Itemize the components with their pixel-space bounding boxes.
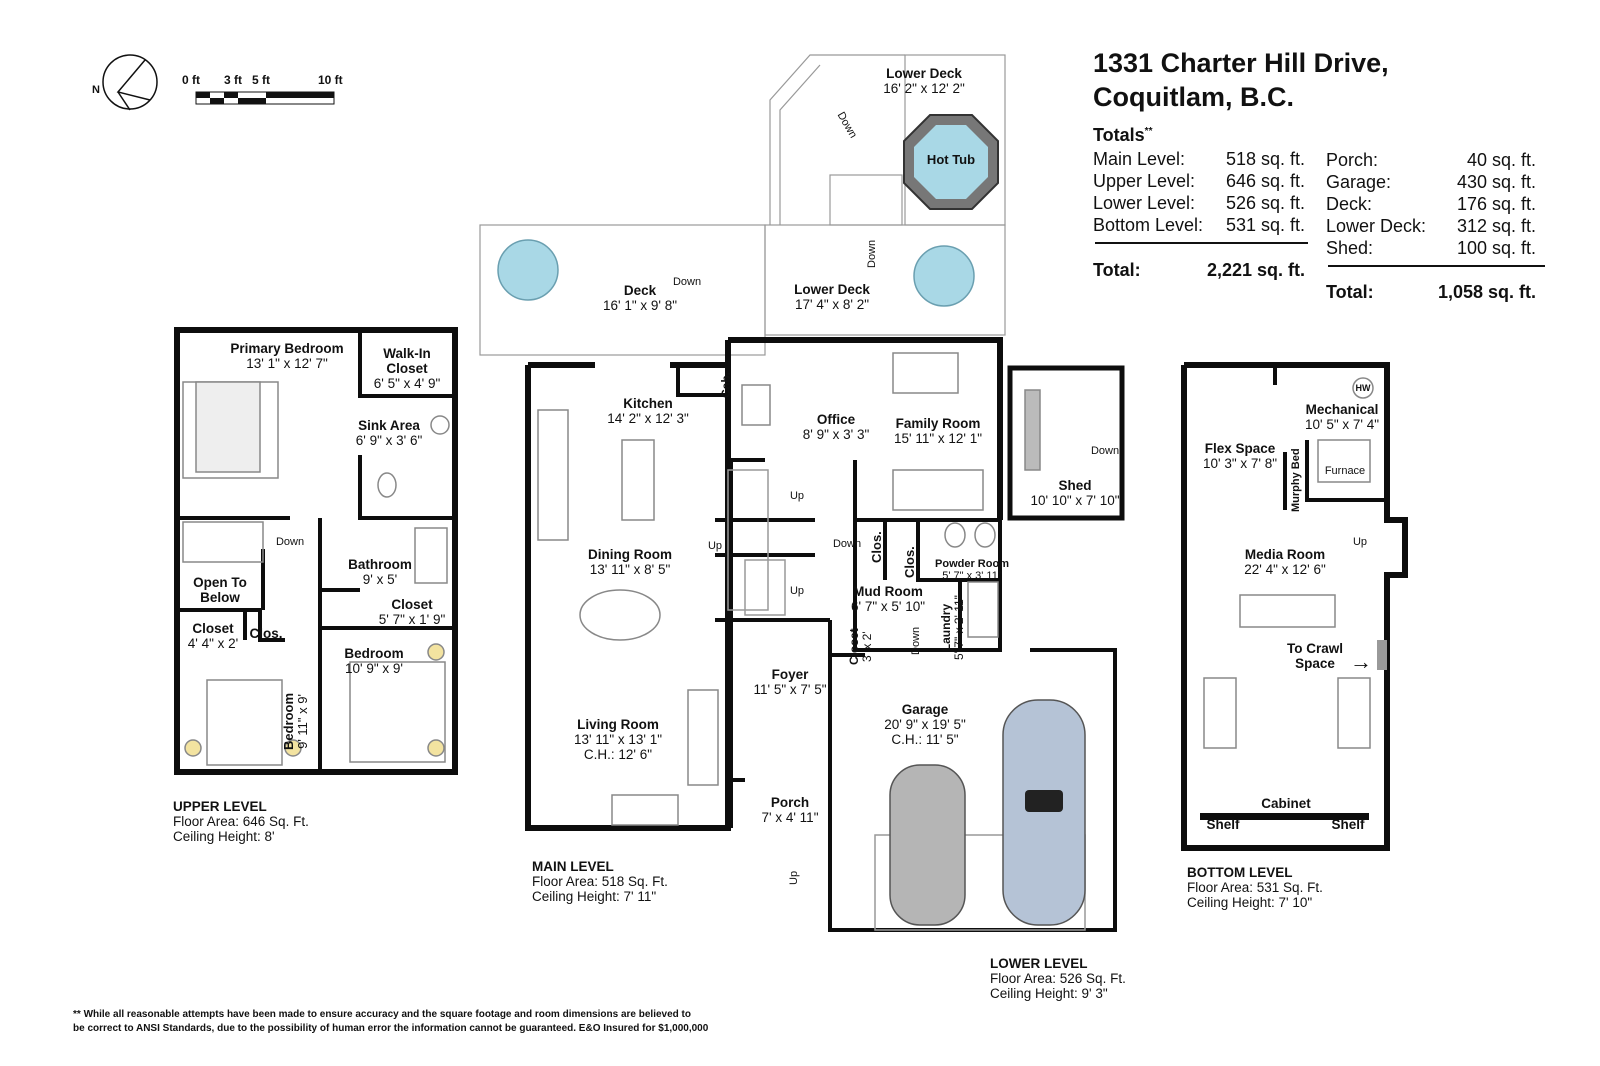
- hot-tub-shape: [903, 114, 999, 210]
- stair-note-lower-deck-down-2: Down: [866, 239, 878, 268]
- scale-5: 5 ft: [252, 73, 270, 87]
- room-shelf-right: Shelf: [1331, 817, 1365, 832]
- total-row-garage: Garage:430 sq. ft.: [1326, 172, 1536, 192]
- room-clos-b: Clos.: [902, 546, 917, 578]
- stair-note-upper-down: Down: [275, 536, 305, 548]
- shed-walls: [1007, 365, 1125, 521]
- scale-3: 3 ft: [224, 73, 242, 87]
- main-level-interior: [676, 365, 1117, 932]
- address-line-1: 1331 Charter Hill Drive,: [1093, 48, 1389, 78]
- address-line-2: Coquitlam, B.C.: [1093, 82, 1294, 112]
- stair-note-main-up: Up: [789, 490, 805, 502]
- stair-note-porch-up: Up: [788, 870, 800, 885]
- stair-note-mud-down: Down: [910, 626, 922, 655]
- stair-note-main-down: Down: [832, 538, 862, 550]
- bottom-level-fixtures: [1203, 377, 1387, 749]
- room-hot-tub: Hot Tub: [926, 152, 976, 167]
- scale-bar: [195, 91, 335, 105]
- upper-level-walls: [174, 327, 458, 775]
- room-hw: HW: [1355, 383, 1371, 393]
- total-row-main: Main Level:518 sq. ft.: [1093, 149, 1305, 169]
- room-murphy-bed: Murphy Bed: [1290, 448, 1302, 512]
- total-row-upper: Upper Level:646 sq. ft.: [1093, 171, 1305, 191]
- total-row-deck: Deck:176 sq. ft.: [1326, 194, 1536, 214]
- room-shelf-left: Shelf: [1206, 817, 1240, 832]
- bottom-level-interior: [1200, 365, 1387, 820]
- room-furnace: Furnace: [1324, 465, 1366, 477]
- total-row-bottom: Bottom Level:531 sq. ft.: [1093, 215, 1305, 235]
- totals-title: Totals**: [1093, 125, 1153, 145]
- scale-10: 10 ft: [318, 73, 343, 87]
- compass-north-label: N: [92, 84, 100, 96]
- total-row-sum-right: Total:1,058 sq. ft.: [1326, 282, 1536, 302]
- totals-rules: [1095, 242, 1545, 267]
- upper-level-fixtures: [182, 381, 450, 766]
- stair-note-deck-down: Down: [672, 276, 702, 288]
- crawl-space-arrow-icon: →: [1350, 649, 1372, 674]
- scale-0: 0 ft: [182, 73, 200, 87]
- room-clos-a: Clos.: [869, 531, 884, 563]
- patio-umbrellas: [497, 239, 975, 307]
- upper-level-interior-walls: [177, 330, 455, 772]
- stair-note-bottom-up: Up: [1352, 536, 1368, 548]
- total-row-lower: Lower Level:526 sq. ft.: [1093, 193, 1305, 213]
- total-row-lower-deck: Lower Deck:312 sq. ft.: [1326, 216, 1536, 236]
- stair-note-main-up-left: Up: [707, 540, 723, 552]
- stair-note-main-up-2: Up: [789, 585, 805, 597]
- stair-note-shed-down: Down: [1090, 445, 1120, 457]
- compass-icon: [102, 54, 158, 111]
- room-clos-upper: Clos.: [249, 626, 283, 641]
- disclaimer: ** While all reasonable attempts have be…: [73, 1009, 709, 1034]
- bottom-level-walls: [1181, 362, 1408, 851]
- room-cabinet: Cabinet: [1261, 796, 1311, 811]
- total-row-porch: Porch:40 sq. ft.: [1326, 150, 1536, 170]
- parked-cars: [889, 699, 1086, 926]
- total-row-shed: Shed:100 sq. ft.: [1326, 238, 1536, 258]
- room-cab: Cab.: [719, 371, 733, 398]
- total-row-sum: Total:2,221 sq. ft.: [1093, 260, 1305, 280]
